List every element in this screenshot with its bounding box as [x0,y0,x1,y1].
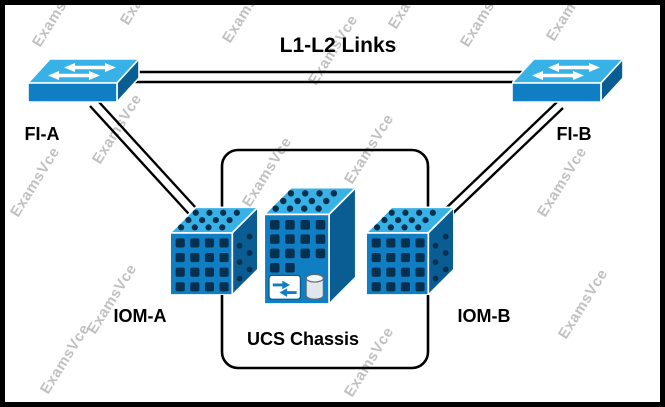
iom-b-cube-icon [366,206,454,295]
iom-a-label: IOM-A [114,306,167,326]
iom-a-cube-icon [170,206,258,295]
fi-a-label: FI-A [25,124,60,144]
link-fi-b-iom-b [441,101,564,219]
link-fi-a-fi-b [130,70,522,84]
fi-b-switch-icon [512,58,624,103]
link-fi-a-iom-a [89,101,208,225]
iom-b-label: IOM-B [458,306,511,326]
chassis-cube-icon [264,186,356,304]
fi-a-switch-icon [28,58,140,103]
link-layer [89,70,564,225]
fi-b-label: FI-B [557,124,592,144]
ucs-chassis-label: UCS Chassis [247,329,359,349]
l1-l2-links-label: L1-L2 Links [280,34,397,57]
